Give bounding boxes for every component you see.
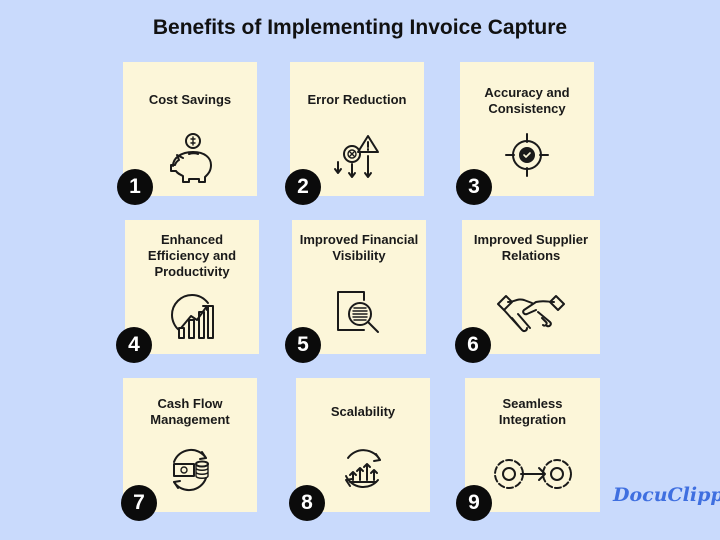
document-magnifier-icon: [337, 291, 379, 333]
badge-number: 4: [116, 327, 152, 363]
badge-number: 7: [121, 485, 157, 521]
docuclipper-logo: DocuClipper: [613, 484, 720, 506]
badge-number: 9: [456, 485, 492, 521]
card-accuracy-consistency: Accuracy and Consistency 3: [456, 62, 594, 205]
card-efficiency-productivity: Enhanced Efficiency and Productivity 4: [116, 220, 259, 363]
cash-cycle-icon: [173, 448, 209, 492]
card-seamless-integration: Seamless Integration 9: [456, 378, 600, 521]
page-title: Benefits of Implementing Invoice Capture: [152, 16, 568, 39]
card-supplier-relations: Improved Supplier Relations 6: [455, 220, 600, 363]
badge-number: 5: [285, 327, 321, 363]
card-title: Improved Supplier Relations: [473, 232, 589, 263]
card-title: Enhanced Efficiency and Productivity: [147, 232, 237, 279]
gears-integration-icon: [493, 459, 572, 489]
card-error-reduction: Error Reduction 2: [285, 62, 424, 205]
badge-number: 1: [117, 169, 153, 205]
badge-number: 3: [456, 169, 492, 205]
card-title: Accuracy and Consistency: [484, 85, 570, 116]
card-title: Scalability: [330, 404, 396, 419]
card-title: Error Reduction: [307, 92, 407, 107]
card-title: Cash Flow Management: [150, 396, 230, 427]
card-title: Cost Savings: [148, 92, 232, 107]
card-title: Seamless Integration: [498, 396, 567, 427]
badge-number: 2: [285, 169, 321, 205]
card-cash-flow: Cash Flow Management 7: [121, 378, 257, 521]
card-scalability: Scalability 8: [289, 378, 430, 521]
gear-growth-chart-icon: [171, 294, 214, 339]
growth-arrows-icon: [345, 449, 381, 489]
card-title: Improved Financial Visibility: [299, 232, 419, 263]
handshake-icon: [497, 295, 565, 333]
target-check-icon: [505, 133, 549, 177]
badge-number: 6: [455, 327, 491, 363]
badge-number: 8: [289, 485, 325, 521]
card-cost-savings: Cost Savings 1: [117, 62, 257, 205]
card-financial-visibility: Improved Financial Visibility 5: [285, 220, 426, 363]
gear-error-warning-icon: [334, 135, 379, 178]
piggy-bank-icon: [170, 133, 212, 183]
